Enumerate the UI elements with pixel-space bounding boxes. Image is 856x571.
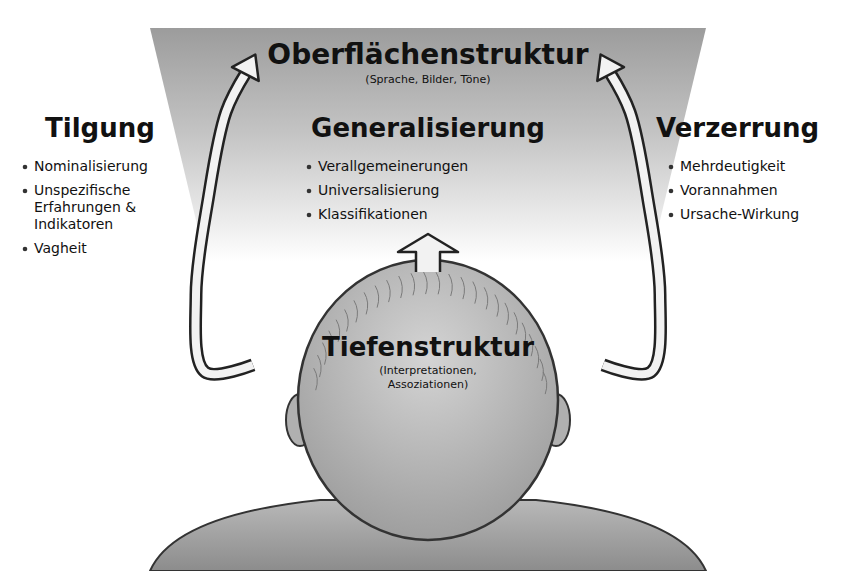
arrow-outline: [195, 72, 253, 374]
arrow-fill: [195, 72, 253, 374]
bullet-item: Universalisierung: [318, 182, 440, 199]
arrowhead: [232, 55, 259, 81]
category-heading: Generalisierung: [311, 113, 545, 144]
hair-stroke: [354, 300, 358, 322]
hair-stroke: [449, 274, 453, 296]
arrow-outline: [603, 72, 661, 374]
hair-stroke: [514, 312, 518, 334]
bullet-dot: [307, 213, 312, 218]
node-title: Tiefenstruktur: [263, 332, 593, 362]
bullet-dot: [23, 165, 28, 170]
hair-stroke: [387, 280, 391, 302]
hair-stroke: [505, 303, 509, 325]
node-title: Oberflächenstruktur: [267, 38, 588, 71]
arrow-fill: [603, 72, 661, 374]
curved-arrow: [195, 55, 258, 375]
hair-stroke: [314, 368, 318, 390]
bullet-item: Nominalisierung: [34, 158, 148, 175]
head: [298, 260, 558, 540]
hair-stroke: [461, 277, 465, 299]
hair-stroke: [399, 276, 403, 298]
bullet-item: Unspezifische Erfahrungen & Indikatoren: [34, 182, 184, 232]
bullet-dot: [307, 189, 312, 194]
bullet-dot: [307, 165, 312, 170]
bullet-item: Mehrdeutigkeit: [680, 158, 785, 175]
hollow-arrow: [398, 234, 458, 272]
bullet-item: Klassifikationen: [318, 206, 428, 223]
hair-stroke: [495, 295, 499, 317]
surface-gradient-band: [150, 28, 706, 262]
hair-stroke: [543, 372, 547, 394]
category-heading: Tilgung: [45, 113, 155, 144]
hair-stroke: [411, 273, 415, 295]
hair-stroke: [375, 286, 379, 308]
category-heading: Verzerrung: [656, 113, 819, 144]
bullet-dots: [23, 165, 674, 252]
bullet-item: Verallgemeinerungen: [318, 158, 468, 175]
hair-stroke: [364, 292, 368, 314]
hair-stroke: [484, 287, 488, 309]
hair-stroke: [424, 272, 428, 294]
surface-structure-node: Oberflächenstruktur(Sprache, Bilder, Tön…: [261, 36, 594, 89]
bullet-dot: [23, 247, 28, 252]
hair-stroke: [436, 272, 440, 294]
node-subtitle: (Sprache, Bilder, Töne): [318, 71, 538, 87]
hair-stroke: [540, 359, 544, 381]
generalisation-arrow: [398, 234, 458, 272]
hair-stroke: [535, 346, 539, 368]
curved-arrow: [597, 55, 660, 375]
bullet-item: Vagheit: [34, 240, 87, 257]
hair-stroke: [318, 355, 322, 377]
bullet-dot: [23, 189, 28, 194]
bullet-dot: [669, 165, 674, 170]
bullet-item: Vorannahmen: [680, 182, 778, 199]
node-subtitle: (Interpretationen, Assoziationen): [363, 362, 493, 392]
hair-stroke: [345, 310, 349, 332]
bullet-item: Ursache-Wirkung: [680, 206, 799, 223]
bullet-dot: [669, 189, 674, 194]
deep-structure-node: Tiefenstruktur(Interpretationen, Assozia…: [257, 330, 599, 394]
arrowhead: [597, 55, 624, 81]
hair-stroke: [473, 282, 477, 304]
bullet-dot: [669, 213, 674, 218]
